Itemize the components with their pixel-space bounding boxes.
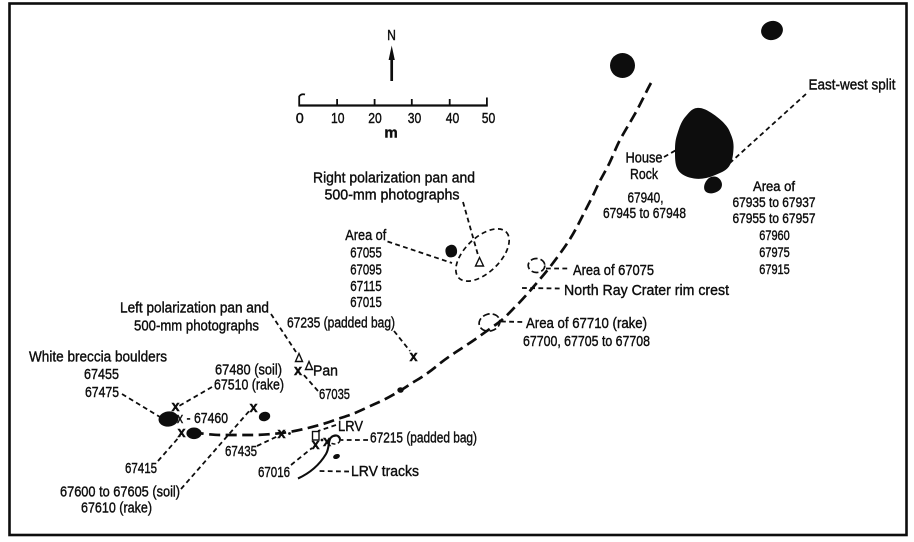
svg-text:67055: 67055 [350,245,382,262]
svg-text:East-west split: East-west split [809,77,897,94]
svg-text:67475: 67475 [85,384,119,401]
svg-text:North Ray Crater rim crest: North Ray Crater rim crest [564,282,730,299]
svg-text:67415: 67415 [125,460,157,477]
svg-text:67035: 67035 [319,386,350,403]
svg-text:White breccia boulders: White breccia boulders [29,349,167,366]
svg-text:x: x [277,426,285,442]
svg-text:67915: 67915 [759,262,790,277]
svg-text:x: x [294,363,302,379]
svg-text:Rock: Rock [630,166,658,183]
svg-text:Area of 67075: Area of 67075 [573,262,654,279]
svg-text:67095: 67095 [350,262,382,279]
svg-text:67960: 67960 [759,228,790,243]
svg-text:67940,: 67940, [628,190,664,207]
svg-text:x: x [171,399,179,415]
svg-text:x: x [323,434,331,450]
svg-text:m: m [384,125,397,142]
svg-text:40: 40 [446,110,460,127]
svg-text:Area of: Area of [753,179,795,194]
svg-text:Area of 67710 (rake): Area of 67710 (rake) [526,315,647,332]
svg-text:Left polarization pan and: Left polarization pan and [120,300,269,317]
svg-text:20: 20 [368,110,382,127]
svg-text:67935 to 67937: 67935 to 67937 [733,195,816,210]
svg-text:LRV: LRV [338,418,363,435]
svg-text:x: x [409,349,417,365]
svg-text:LRV tracks: LRV tracks [351,463,419,480]
svg-text:N: N [387,27,396,44]
svg-text:x: x [249,400,257,416]
svg-text:67016: 67016 [258,464,290,481]
svg-text:67600 to 67605 (soil): 67600 to 67605 (soil) [60,484,180,501]
svg-text:67700, 67705 to 67708: 67700, 67705 to 67708 [523,333,650,350]
svg-text:Area of: Area of [345,227,387,244]
svg-text:67115: 67115 [350,278,382,295]
svg-text:500-mm photographs: 500-mm photographs [134,318,259,335]
svg-text:House: House [626,150,663,167]
svg-text:67435: 67435 [225,443,257,460]
svg-text:Right polarization pan and: Right polarization pan and [313,170,475,187]
svg-text:10: 10 [331,110,345,127]
svg-text:x: x [177,425,185,441]
svg-text:67955 to 67957: 67955 to 67957 [733,211,816,226]
svg-text:0: 0 [296,110,304,127]
svg-text:30: 30 [408,110,422,127]
svg-text:67610 (rake): 67610 (rake) [81,500,152,517]
svg-text:67480 (soil): 67480 (soil) [215,362,282,379]
svg-text:500-mm photographs: 500-mm photographs [325,187,460,204]
svg-text:50: 50 [482,110,496,127]
svg-text:Pan: Pan [313,363,338,380]
svg-text:67455: 67455 [84,366,119,383]
svg-text:67975: 67975 [759,245,790,260]
svg-text:67510 (rake): 67510 (rake) [214,377,284,394]
svg-text:x - 67460: x - 67460 [177,410,228,427]
svg-text:67215 (padded bag): 67215 (padded bag) [370,430,477,447]
svg-text:x: x [311,437,319,453]
svg-text:67235 (padded bag): 67235 (padded bag) [287,315,395,332]
svg-text:67945 to 67948: 67945 to 67948 [603,205,686,222]
svg-text:67015: 67015 [350,294,382,311]
